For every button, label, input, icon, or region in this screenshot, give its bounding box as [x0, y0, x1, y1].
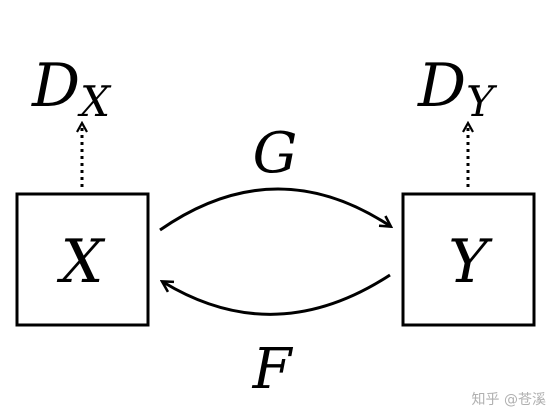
watermark: 知乎 @苍溪: [471, 392, 546, 408]
discriminator-dx-label: DX: [31, 51, 112, 126]
mapping-f-label: F: [252, 337, 294, 402]
discriminator-dy-sub: Y: [466, 77, 498, 126]
node-x-box: [15, 192, 150, 327]
node-y: Y: [401, 192, 536, 327]
mapping-g: G: [159, 121, 390, 232]
node-x: X: [15, 192, 150, 327]
node-y-label: Y: [448, 227, 493, 297]
discriminator-dx-base: D: [31, 51, 80, 121]
discriminator-dy-base: D: [417, 51, 466, 121]
mapping-f: F: [163, 273, 391, 402]
discriminator-dy: DY: [417, 51, 498, 187]
node-y-box: [401, 192, 536, 327]
discriminator-dx-sub: X: [77, 77, 112, 126]
discriminator-dx: DX: [31, 51, 112, 187]
mapping-g-label: G: [253, 121, 298, 186]
node-x-label: X: [57, 227, 106, 297]
discriminator-dy-label: DY: [417, 51, 498, 126]
mapping-f-arrow: [163, 273, 391, 316]
mapping-g-arrow: [159, 187, 390, 232]
